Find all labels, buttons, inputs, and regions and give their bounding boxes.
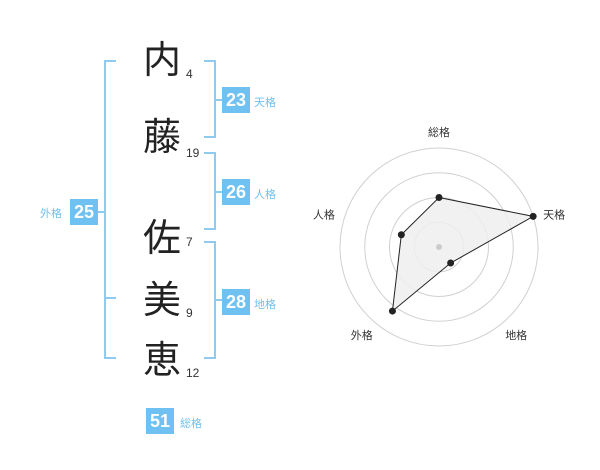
name-char-2: 藤 — [142, 115, 181, 159]
radar-point-2 — [529, 212, 537, 220]
name-char-4: 美 — [142, 278, 181, 322]
stroke-count-2: 19 — [186, 146, 200, 160]
radar-point-4 — [388, 307, 396, 315]
radar-polygon — [391, 196, 535, 313]
stroke-count-3: 7 — [186, 235, 193, 249]
radar-point-5 — [397, 231, 405, 239]
jinkaku-label: 人格 — [254, 188, 276, 201]
radar-axis-label-4: 外格 — [351, 328, 373, 342]
stroke-count-1: 4 — [186, 67, 193, 81]
radar-points — [388, 194, 537, 315]
radar-axis-label-1: 総格 — [428, 125, 450, 139]
jinkaku-value-badge: 26 — [222, 179, 250, 205]
radar-axis-label-3: 地格 — [505, 328, 527, 342]
name-char-1: 内 — [142, 38, 181, 82]
radar-center-dot — [436, 244, 442, 250]
radar-point-1 — [435, 194, 443, 201]
stroke-count-4: 9 — [186, 306, 193, 320]
soukaku-label: 総格 — [180, 417, 202, 430]
tenkaku-value-badge: 23 — [222, 87, 250, 113]
soukaku-value-badge: 51 — [146, 408, 174, 434]
name-char-5: 恵 — [142, 338, 181, 382]
stroke-count-5: 12 — [186, 366, 200, 380]
radar-ring — [364, 172, 514, 322]
radar-axis-label-2: 天格 — [543, 207, 565, 221]
chikaku-value-badge: 28 — [222, 289, 250, 315]
radar-axis-label-5: 人格 — [313, 207, 335, 221]
gaikaku-value-badge: 25 — [70, 199, 98, 225]
name-char-3: 佐 — [142, 216, 181, 260]
gaikaku-label: 外格 — [40, 207, 62, 220]
radar-ring — [339, 147, 539, 347]
radar-point-3 — [447, 259, 455, 267]
tenkaku-label: 天格 — [254, 96, 276, 109]
chikaku-label: 地格 — [254, 298, 276, 311]
